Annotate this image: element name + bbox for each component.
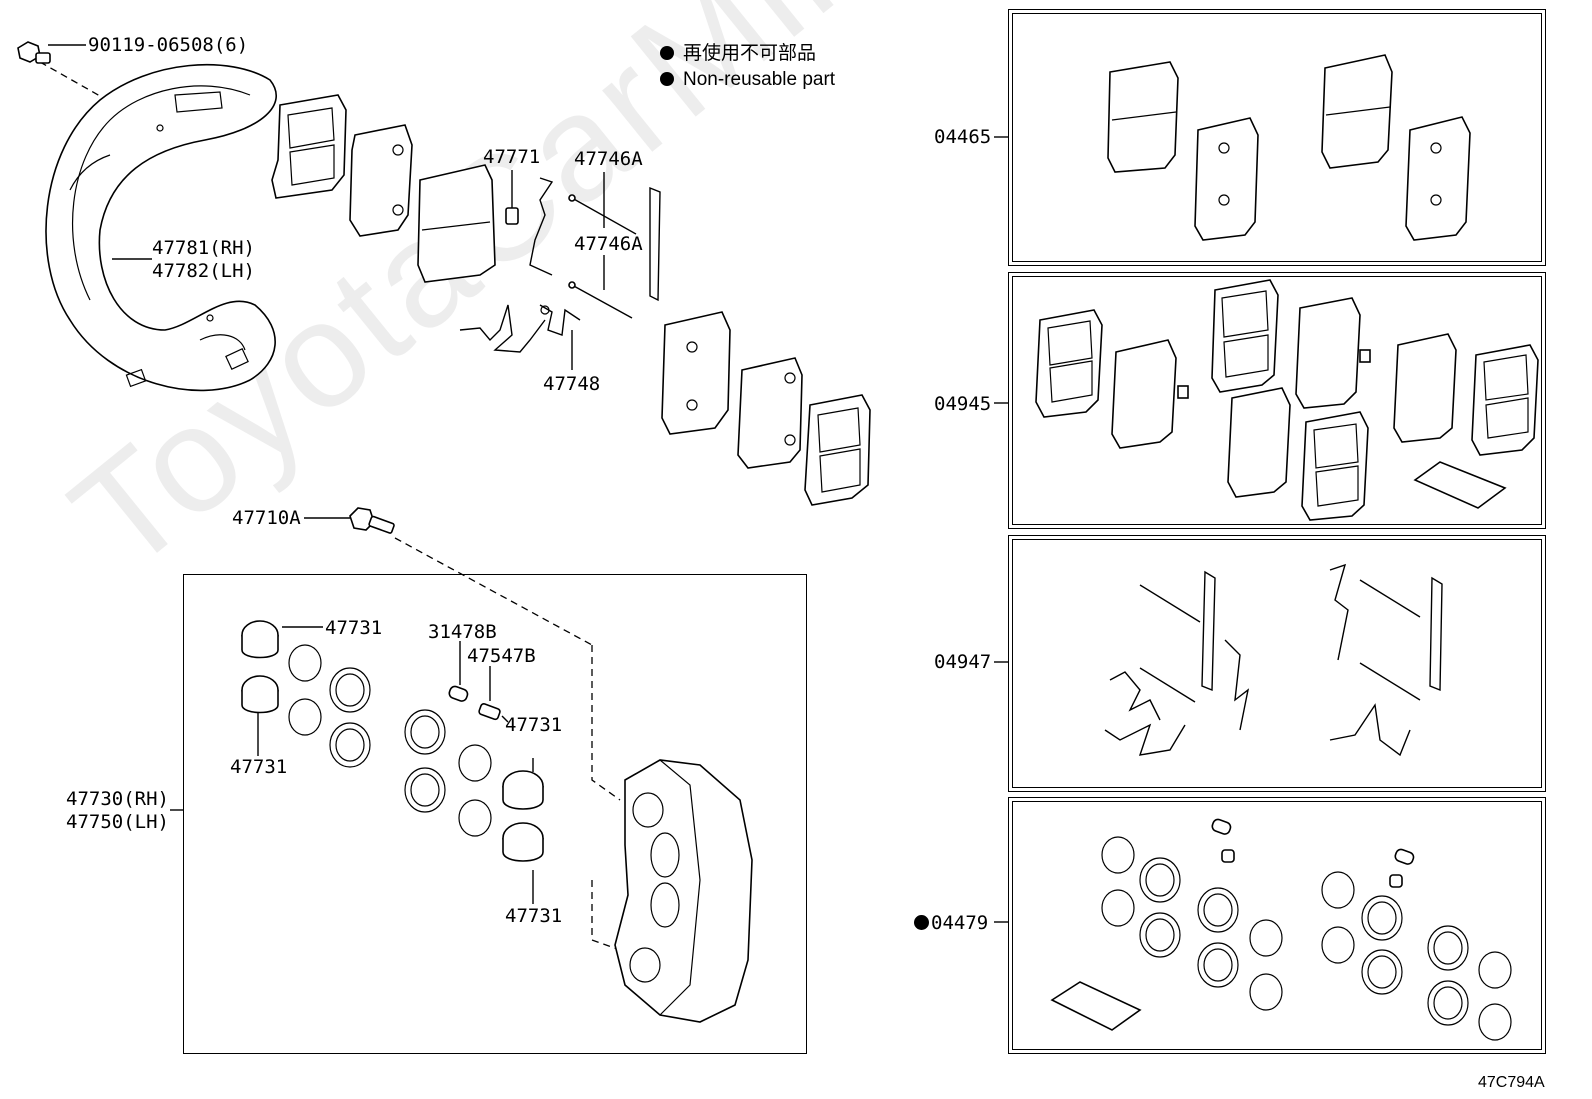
kit-04465-box — [1008, 9, 1546, 266]
kit-04479-seals — [1050, 818, 1512, 1041]
brake-caliper — [614, 759, 753, 1023]
label-kit-04945: 04945 — [934, 393, 992, 415]
kit-04945-box — [1008, 272, 1546, 529]
bolt-47710a-icon — [349, 507, 395, 534]
kit-04945-pads — [1035, 279, 1539, 521]
label-shield-rh: 47781(RH) — [152, 237, 255, 259]
kit-04947-hardware — [1104, 563, 1443, 757]
dust-shield — [45, 63, 277, 392]
caliper-assembly-box — [183, 574, 807, 1054]
label-kit-04479-text: 04479 — [931, 912, 989, 934]
label-caliper-lh: 47750(LH) — [66, 811, 169, 833]
legend-en: Non-reusable part — [660, 68, 835, 92]
legend-jp-text: 再使用不可部品 — [683, 43, 817, 64]
label-bleeder-cap: 31478B — [428, 621, 497, 643]
kit-04465-pads — [1107, 54, 1471, 241]
label-bleeder-plug: 47547B — [467, 645, 536, 667]
label-kit-04465: 04465 — [934, 126, 992, 148]
kit-04947-box — [1008, 535, 1546, 792]
label-piston-top-right: 47731 — [325, 617, 383, 639]
label-pin-a-1: 47746A — [574, 148, 643, 170]
brake-pads-exploded — [271, 94, 871, 506]
bullet-icon — [660, 46, 674, 60]
leader-lines — [48, 44, 1008, 923]
label-piston-left: 47731 — [230, 756, 288, 778]
label-bolt-top: 90119-06508(6) — [88, 34, 249, 56]
label-piston-bottom-right: 47731 — [505, 905, 563, 927]
hardware-exploded — [459, 177, 661, 353]
label-piston-mid-right: 47731 — [505, 714, 563, 736]
non-reusable-bullet-icon — [914, 915, 929, 930]
label-shield-lh: 47782(LH) — [152, 260, 255, 282]
label-kit-04479: 04479 — [914, 912, 988, 934]
label-pin-a-2: 47746A — [574, 233, 643, 255]
legend-en-text: Non-reusable part — [683, 69, 836, 90]
legend-jp: 再使用不可部品 — [660, 42, 816, 66]
bullet-icon — [660, 72, 674, 86]
diagram-ref: 47C794A — [1478, 1074, 1545, 1091]
label-kit-04947: 04947 — [934, 651, 992, 673]
bolt-icon — [17, 41, 51, 64]
kit-04479-box — [1008, 797, 1546, 1054]
label-caliper-rh: 47730(RH) — [66, 788, 169, 810]
label-bolt-47710a: 47710A — [232, 507, 301, 529]
label-clip-47771: 47771 — [483, 146, 541, 168]
pistons-and-seals — [241, 620, 544, 862]
label-spring-47748: 47748 — [543, 373, 601, 395]
